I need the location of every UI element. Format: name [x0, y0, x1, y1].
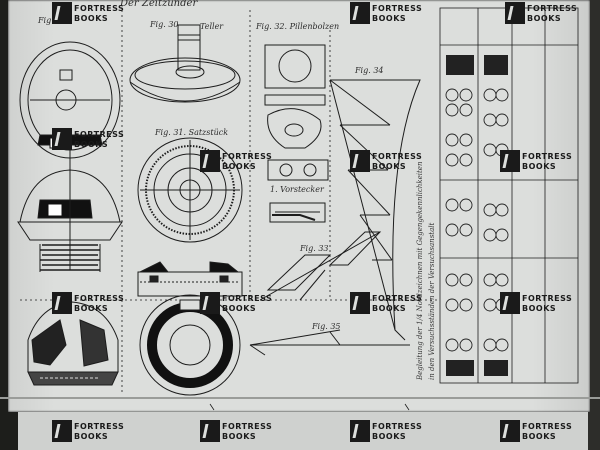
- fig29-cutaway: [27, 301, 119, 386]
- vorstecker-label: 1. Vorstecker: [270, 185, 324, 194]
- fig31-bottom-ring: [139, 294, 241, 396]
- watermark-icon: [500, 150, 520, 172]
- plate-header: Der Zeitzünder: [120, 0, 198, 9]
- page-fold-line: [0, 397, 600, 399]
- fig31-section: [137, 261, 243, 297]
- fig31-ring-view: [137, 137, 243, 243]
- fig30-label: Fig. 30: [150, 20, 179, 29]
- fig34-diagram: [329, 79, 421, 341]
- fig32-pillenbolzen: [264, 44, 329, 223]
- watermark-icon: [52, 420, 72, 442]
- watermark-icon: [200, 150, 220, 172]
- fig31-label: Fig. 31. Satzstück: [155, 128, 229, 137]
- watermark-icon: [500, 292, 520, 314]
- lower-page: [18, 412, 588, 450]
- fig33-label: Fig. 33: [300, 244, 329, 253]
- watermark-icon: [350, 292, 370, 314]
- fig35-label: Fig. 35: [312, 322, 341, 331]
- fig29-dome-section: [17, 140, 123, 272]
- fig32-label: Fig. 32. Pillenbolzen: [256, 22, 340, 31]
- side-caption-line2: in den Versuchsständen der Versuchsansta…: [428, 222, 436, 380]
- teller-label: Teller: [200, 22, 224, 31]
- watermark-icon: [52, 128, 72, 150]
- fig30-teller: [129, 24, 241, 103]
- specimen-table: [439, 7, 579, 384]
- fig35-diagram: [249, 329, 410, 356]
- side-caption-line1: Begleitung der 1/4 Nordzeichnen mit Gege…: [416, 161, 424, 380]
- fig33-diagram: [259, 231, 382, 301]
- watermark-icon: [350, 420, 370, 442]
- watermark-icon: [500, 420, 520, 442]
- watermark-icon: [350, 150, 370, 172]
- watermark-icon: [52, 292, 72, 314]
- watermark-icon: [350, 2, 370, 24]
- watermark-icon: [200, 292, 220, 314]
- watermark-icon: [52, 2, 72, 24]
- fig34-label: Fig. 34: [355, 66, 384, 75]
- watermark-icon: [200, 420, 220, 442]
- watermark-icon: [505, 2, 525, 24]
